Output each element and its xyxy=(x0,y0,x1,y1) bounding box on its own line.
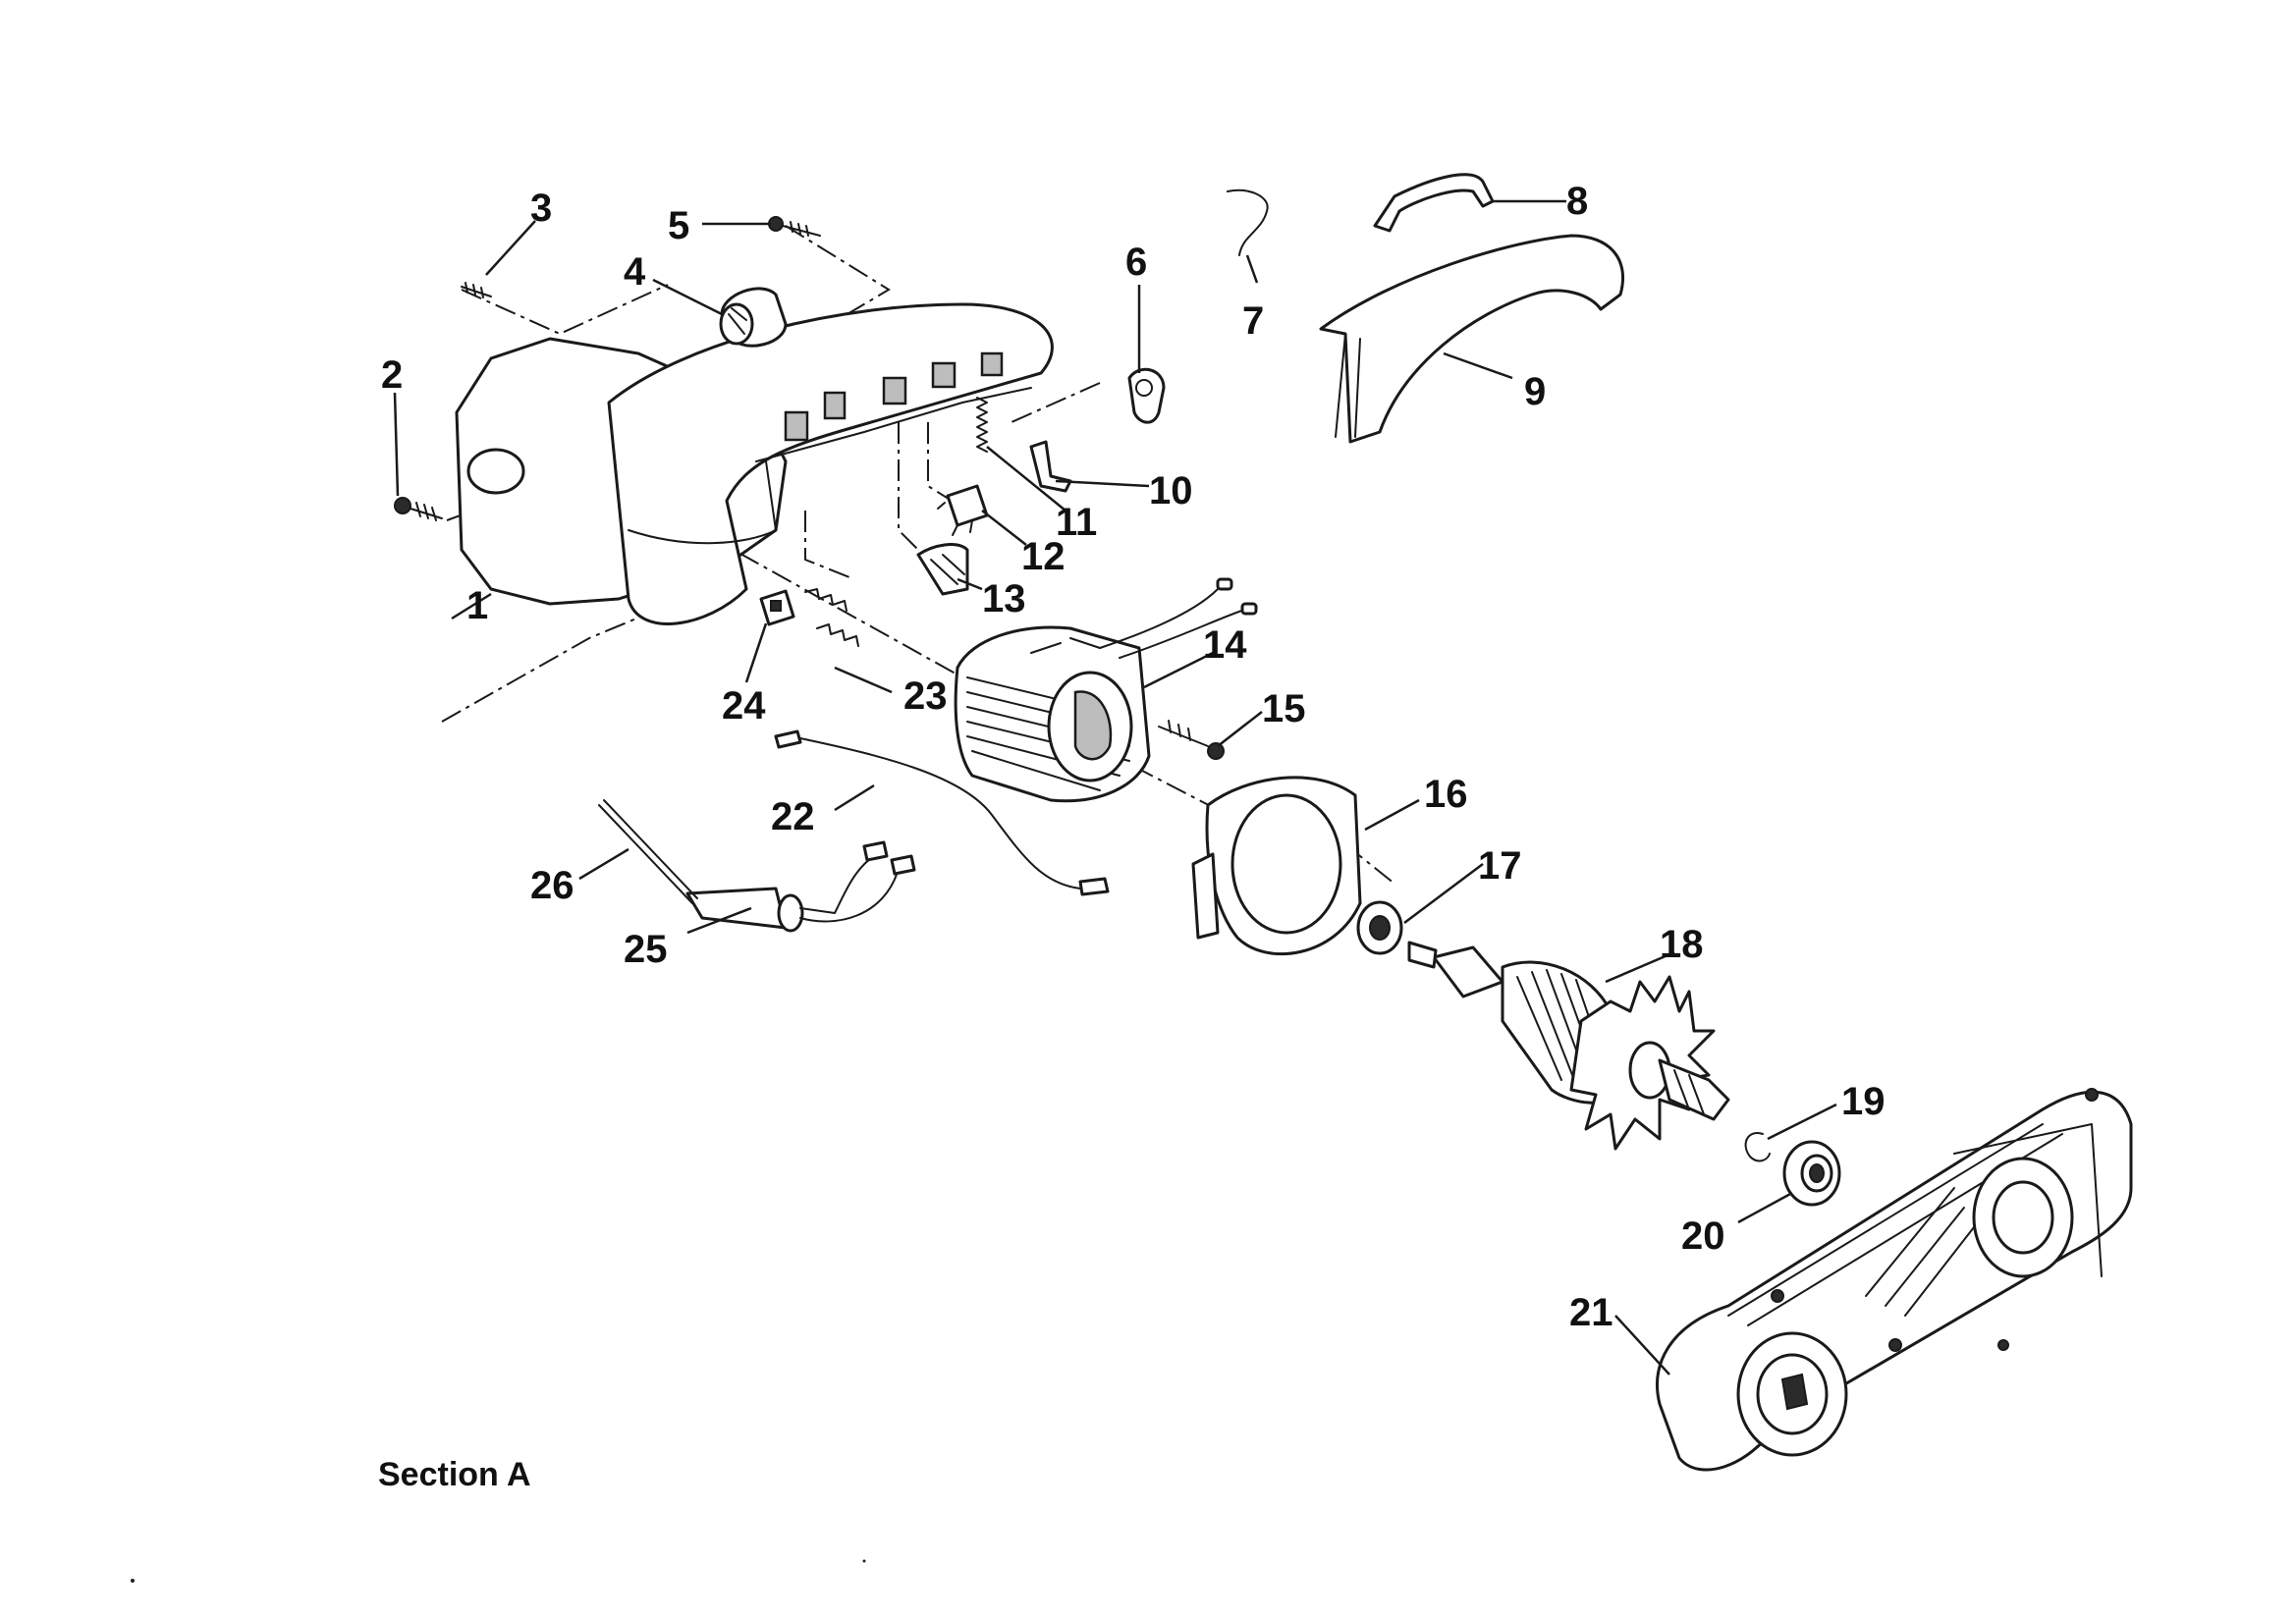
handle-9 xyxy=(1319,234,1625,444)
speck xyxy=(862,1559,866,1563)
screw-15 xyxy=(1158,720,1225,760)
spring-wire-7 xyxy=(1227,189,1269,256)
switch-12 xyxy=(937,484,989,536)
callout-4: 4 xyxy=(624,250,646,294)
callout-26: 26 xyxy=(530,864,574,907)
callout-25: 25 xyxy=(624,928,668,971)
leader-lines xyxy=(393,199,1837,1375)
callout-17: 17 xyxy=(1478,844,1522,888)
screw-5 xyxy=(768,216,821,237)
section-label: Section A xyxy=(378,1456,531,1493)
callout-8: 8 xyxy=(1566,180,1588,223)
handle-grip-8 xyxy=(1373,173,1495,233)
bearing-17 xyxy=(1356,900,1403,955)
callout-labels: 1 2 3 4 5 6 7 8 9 10 11 12 13 14 15 16 1… xyxy=(381,180,1886,1334)
power-cord-26 xyxy=(598,799,698,904)
bearing-20 xyxy=(1782,1140,1841,1207)
retaining-ring-19 xyxy=(1744,1132,1771,1162)
callout-1: 1 xyxy=(466,584,488,627)
callout-22: 22 xyxy=(771,795,815,838)
cord-clamp-6 xyxy=(1127,367,1166,424)
field-stator-14 xyxy=(954,577,1258,803)
spring-11 xyxy=(976,397,988,453)
callout-20: 20 xyxy=(1681,1214,1725,1258)
armature-18 xyxy=(1407,941,1730,1151)
callout-11: 11 xyxy=(1056,501,1097,544)
callout-6: 6 xyxy=(1125,241,1147,284)
terminal-10 xyxy=(1029,440,1072,493)
screw-2 xyxy=(394,497,443,521)
callout-18: 18 xyxy=(1660,923,1704,966)
callout-21: 21 xyxy=(1569,1291,1613,1334)
callout-19: 19 xyxy=(1841,1080,1886,1123)
callout-9: 9 xyxy=(1524,370,1546,413)
set-screw-3 xyxy=(461,282,492,298)
knob-4 xyxy=(719,287,788,348)
callout-24: 24 xyxy=(722,684,766,728)
callout-5: 5 xyxy=(668,204,689,247)
brush-holder-24 xyxy=(759,589,795,626)
lead-wire-22 xyxy=(774,729,1110,896)
callout-15: 15 xyxy=(1262,687,1306,730)
callout-10: 10 xyxy=(1149,469,1193,512)
trigger-13 xyxy=(916,543,969,596)
callout-16: 16 xyxy=(1424,773,1468,816)
callout-14: 14 xyxy=(1203,623,1247,667)
callout-12: 12 xyxy=(1021,535,1066,578)
gear-case-21 xyxy=(1656,1088,2133,1472)
baffle-16 xyxy=(1191,776,1362,956)
callout-13: 13 xyxy=(982,577,1026,620)
speck xyxy=(131,1579,135,1583)
cord-protector-25 xyxy=(685,840,916,933)
callout-2: 2 xyxy=(381,353,403,397)
callout-3: 3 xyxy=(530,187,552,230)
callout-23: 23 xyxy=(903,674,948,718)
springs-23 xyxy=(804,588,859,647)
callout-7: 7 xyxy=(1242,299,1264,343)
